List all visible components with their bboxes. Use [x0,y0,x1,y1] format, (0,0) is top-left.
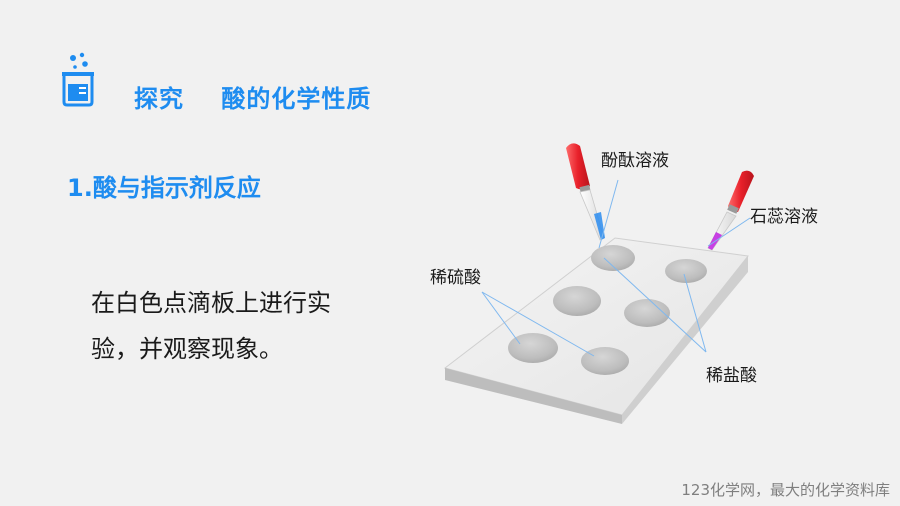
well [665,259,707,283]
label-litmus: 石蕊溶液 [750,207,818,227]
footer-watermark: 123化学网，最大的化学资料库 [681,481,890,499]
label-dilute-hydrochloric-acid: 稀盐酸 [706,366,757,386]
instruction-line-2: 验，并观察现象。 [91,335,283,363]
callout-lines [481,179,751,357]
spot-plate [443,237,749,424]
instruction-text: 在白色点滴板上进行实 验，并观察现象。 [91,280,391,372]
well [508,333,558,363]
instruction-line-1: 在白色点滴板上进行实 [91,289,331,317]
well [553,286,601,316]
well [624,299,670,327]
dropper-icon [707,170,754,251]
well [591,245,635,271]
page-title: 探究 酸的化学性质 [134,85,372,113]
well-group [508,245,707,375]
label-phenolphthalein: 酚酞溶液 [601,151,669,171]
beaker-icon [62,52,94,107]
dropper-icon [566,143,605,241]
label-dilute-sulfuric-acid: 稀硫酸 [430,268,481,288]
section-title: 1.酸与指示剂反应 [67,174,261,202]
well [581,347,629,375]
